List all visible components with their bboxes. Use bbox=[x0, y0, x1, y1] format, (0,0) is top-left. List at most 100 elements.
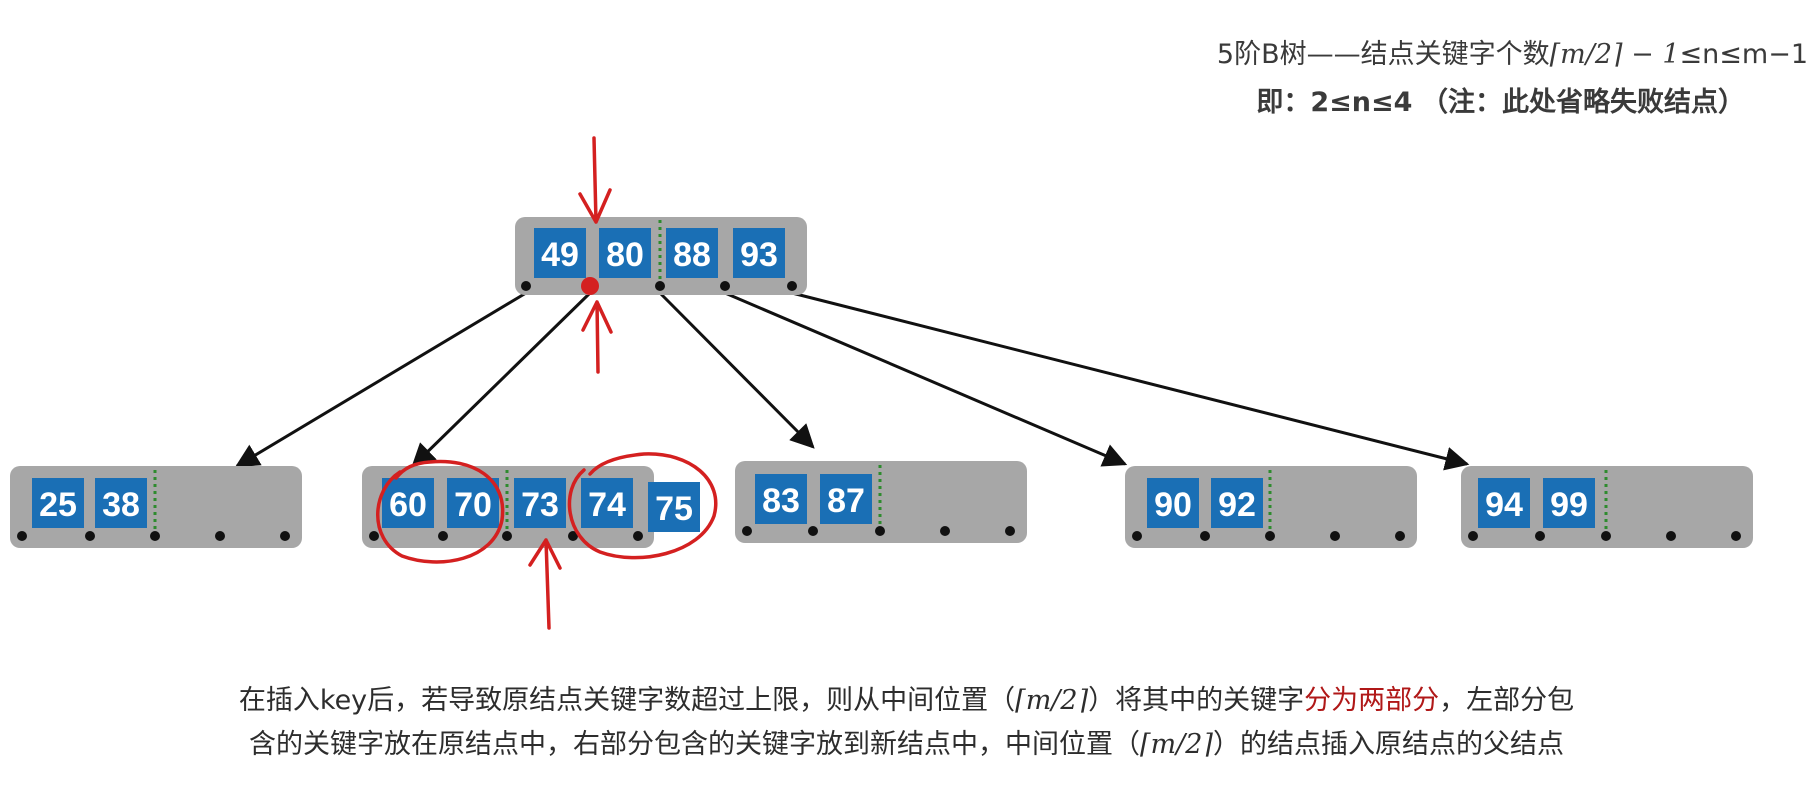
arrow-down-annotation bbox=[578, 136, 612, 224]
root-pointer-3 bbox=[655, 281, 665, 291]
child-4-pointer-5 bbox=[1395, 531, 1405, 541]
root-pointer-5 bbox=[787, 281, 797, 291]
child-5-key-1: 94 bbox=[1485, 486, 1523, 524]
child-3-key-box-1 bbox=[755, 474, 807, 524]
child-2-pointer-3 bbox=[502, 531, 512, 541]
caption-line-1: 在插入key后，若导致原结点关键字数超过上限，则从中间位置（⌈m/2⌉）将其中的… bbox=[0, 678, 1813, 717]
child-4-pointer-1 bbox=[1132, 531, 1142, 541]
child-5-pointer-2 bbox=[1535, 531, 1545, 541]
edge-root-child-4 bbox=[724, 291, 1128, 467]
child-5-key-2: 99 bbox=[1550, 486, 1588, 524]
caption-text-1a: 在插入key后，若导致原结点关键字数超过上限，则从中间位置（ bbox=[238, 685, 1016, 716]
child-2-pointer-1 bbox=[369, 531, 379, 541]
child-node-2: 60 70 73 74 75 bbox=[362, 466, 700, 548]
child-node-5: 94 99 bbox=[1461, 466, 1753, 548]
child-1-key-box-2 bbox=[95, 478, 147, 528]
root-key-3: 88 bbox=[673, 236, 711, 274]
root-key-box-3 bbox=[666, 228, 718, 278]
caption-formula-1: ⌈m/2⌉ bbox=[1015, 685, 1089, 716]
child-4-pointer-2 bbox=[1200, 531, 1210, 541]
child-1-key-2: 38 bbox=[102, 486, 140, 524]
child-3-pointer-4 bbox=[940, 526, 950, 536]
child-2-key-box-3 bbox=[514, 478, 566, 528]
root-node: 49 80 88 93 bbox=[515, 217, 807, 295]
child-1-key-1: 25 bbox=[39, 486, 77, 524]
child-2-key-4: 74 bbox=[588, 486, 626, 524]
child-3-pointer-2 bbox=[808, 526, 818, 536]
child-3-pointer-5 bbox=[1005, 526, 1015, 536]
child-5-pointer-1 bbox=[1468, 531, 1478, 541]
child-1-pointer-3 bbox=[150, 531, 160, 541]
circle-annotation-right bbox=[567, 452, 718, 560]
child-5-key-box-2 bbox=[1543, 478, 1595, 528]
child-1-pointer-4 bbox=[215, 531, 225, 541]
child-2-pointer-2 bbox=[438, 531, 448, 541]
child-2-pointer-5 bbox=[633, 531, 643, 541]
root-key-4: 93 bbox=[740, 236, 778, 274]
root-key-box-4 bbox=[733, 228, 785, 278]
root-pointer-2 bbox=[581, 277, 599, 295]
child-5-pointer-4 bbox=[1666, 531, 1676, 541]
root-key-box-1 bbox=[534, 228, 586, 278]
child-5-pointer-5 bbox=[1731, 531, 1741, 541]
header-line-2: 即：2≤n≤4 （注：此处省略失败结点） bbox=[1256, 80, 1745, 119]
edge-root-child-3 bbox=[658, 291, 815, 449]
child-3-key-box-2 bbox=[820, 474, 872, 524]
child-2-key-box-1 bbox=[382, 478, 434, 528]
caption-text-2b: ）的结点插入原结点的父结点 bbox=[1212, 729, 1564, 760]
caption-text-2a: 含的关键字放在原结点中，右部分包含的关键字放到新结点中，中间位置（ bbox=[249, 729, 1141, 760]
header-range: 即：2≤n≤4 bbox=[1256, 87, 1413, 118]
child-4-pointer-3 bbox=[1265, 531, 1275, 541]
header-note: （注：此处省略失败结点） bbox=[1421, 87, 1745, 118]
child-2-pointer-4 bbox=[568, 531, 578, 541]
child-4-key-box-1 bbox=[1147, 478, 1199, 528]
arrow-up-bottom-annotation bbox=[528, 538, 562, 630]
caption-line-2: 含的关键字放在原结点中，右部分包含的关键字放到新结点中，中间位置（⌈m/2⌉）的… bbox=[0, 722, 1813, 761]
edge-root-child-2 bbox=[411, 291, 592, 468]
root-key-box-2 bbox=[599, 228, 651, 278]
caption-text-1b: ）将其中的关键字 bbox=[1088, 685, 1305, 716]
header-suffix: ≤n≤m−1 bbox=[1679, 39, 1808, 70]
root-pointer-1 bbox=[521, 281, 531, 291]
red-annotations bbox=[376, 136, 718, 630]
child-4-key-box-2 bbox=[1211, 478, 1263, 528]
child-2-key-box-5 bbox=[648, 482, 700, 532]
child-node-4: 90 92 bbox=[1125, 466, 1417, 548]
child-5-pointer-3 bbox=[1601, 531, 1611, 541]
tree-edges bbox=[234, 291, 1470, 471]
circle-annotation-left bbox=[376, 459, 505, 564]
edge-root-child-5 bbox=[791, 291, 1470, 471]
child-2-key-box-2 bbox=[447, 478, 499, 528]
arrow-up-annotation bbox=[581, 300, 613, 374]
child-5-key-box-1 bbox=[1478, 478, 1530, 528]
child-3-pointer-3 bbox=[875, 526, 885, 536]
child-node-3: 83 87 bbox=[735, 461, 1027, 543]
header-prefix: 5阶B树——结点关键字个数 bbox=[1216, 39, 1550, 70]
child-2-key-5: 75 bbox=[655, 490, 693, 528]
root-pointer-4 bbox=[720, 281, 730, 291]
child-1-key-box-1 bbox=[32, 478, 84, 528]
child-1-pointer-2 bbox=[85, 531, 95, 541]
root-key-1: 49 bbox=[541, 236, 579, 274]
caption-formula-2: ⌈m/2⌉ bbox=[1140, 729, 1213, 760]
child-1-pointer-5 bbox=[280, 531, 290, 541]
child-node-1: 25 38 bbox=[10, 466, 302, 548]
caption-text-1c: ，左部分包 bbox=[1439, 685, 1575, 716]
child-2-key-box-4 bbox=[581, 478, 633, 528]
child-1-pointer-1 bbox=[17, 531, 27, 541]
child-3-key-1: 83 bbox=[762, 482, 800, 520]
caption-highlight: 分为两部分 bbox=[1304, 685, 1440, 716]
child-4-key-1: 90 bbox=[1154, 486, 1192, 524]
child-2-key-1: 60 bbox=[389, 486, 427, 524]
root-key-2: 80 bbox=[606, 236, 644, 274]
header-line-1: 5阶B树——结点关键字个数⌈m/2⌉ − 1≤n≤m−1 bbox=[1217, 32, 1808, 71]
child-4-key-2: 92 bbox=[1218, 486, 1256, 524]
child-3-key-2: 87 bbox=[827, 482, 865, 520]
child-4-pointer-4 bbox=[1330, 531, 1340, 541]
child-2-key-2: 70 bbox=[454, 486, 492, 524]
child-2-key-3: 73 bbox=[521, 486, 559, 524]
child-3-pointer-1 bbox=[742, 526, 752, 536]
header-formula: ⌈m/2⌉ − 1 bbox=[1549, 39, 1680, 70]
edge-root-child-1 bbox=[234, 291, 527, 468]
